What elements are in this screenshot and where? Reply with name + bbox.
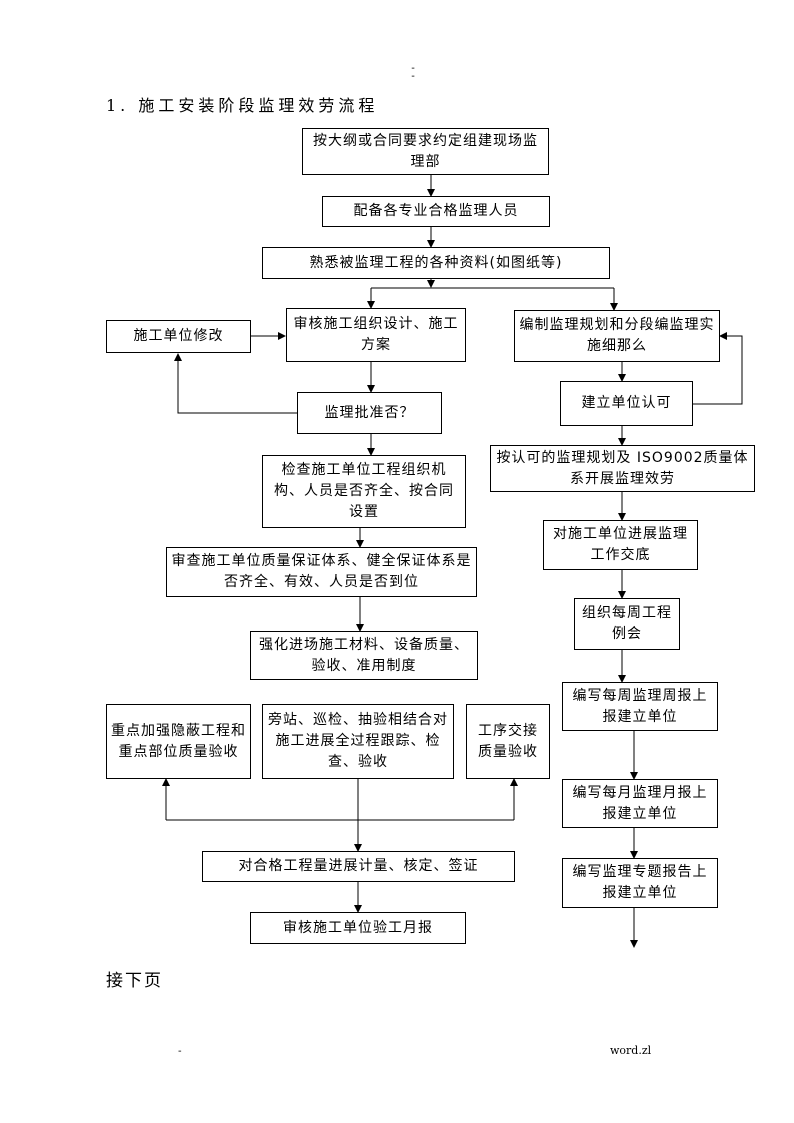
box-weekly-report: 编写每周监理周报上报建立单位	[562, 682, 718, 731]
box-hidden-works-acceptance: 重点加强隐蔽工程和重点部位质量验收	[106, 704, 251, 779]
box-familiarize-documents: 熟悉被监理工程的各种资料(如图纸等)	[262, 247, 610, 279]
box-process-handover-acceptance: 工序交接质量验收	[466, 704, 550, 779]
box-review-construction-design: 审核施工组织设计、施工方案	[286, 308, 466, 362]
box-weekly-meeting: 组织每周工程例会	[574, 598, 680, 650]
box-contractor-revise: 施工单位修改	[106, 320, 251, 353]
box-quality-assurance-review: 审查施工单位质量保证体系、健全保证体系是否齐全、有效、人员是否到位	[166, 547, 477, 597]
box-supervision-briefing: 对施工单位进展监理工作交底	[543, 520, 698, 570]
box-check-organization: 检查施工单位工程组织机构、人员是否齐全、按合同设置	[262, 455, 466, 528]
box-form-supervision-dept: 按大纲或合同要求约定组建现场监理部	[302, 128, 549, 175]
box-assign-staff: 配备各专业合格监理人员	[322, 196, 550, 227]
box-iso9002-supervision: 按认可的监理规划及 ISO9002质量体系开展监理效劳	[490, 445, 755, 492]
footer-label: word.zl	[610, 1044, 652, 1057]
box-approval-decision: 监理批准否？	[297, 392, 442, 434]
page-title: 1. 施工安装阶段监理效劳流程	[106, 96, 379, 115]
box-material-acceptance: 强化进场施工材料、设备质量、验收、准用制度	[250, 631, 478, 680]
header-mark-top: -	[411, 63, 415, 74]
box-monthly-acceptance-review: 审核施工单位验工月报	[250, 912, 466, 944]
box-quantity-measurement: 对合格工程量进展计量、核定、签证	[202, 851, 515, 882]
header-mark-bottom: -	[411, 71, 415, 82]
box-full-process-tracking: 旁站、巡检、抽验相结合对施工进展全过程跟踪、检查、验收	[262, 704, 454, 779]
box-prepare-supervision-plan: 编制监理规划和分段编监理实施细那么	[514, 310, 720, 362]
arrow-b8-b6	[693, 332, 743, 405]
box-monthly-report: 编写每月监理月报上报建立单位	[562, 779, 718, 828]
continue-next-page: 接下页	[106, 971, 163, 991]
box-special-report: 编写监理专题报告上报建立单位	[562, 858, 718, 908]
arrow-b7-b5	[174, 353, 297, 414]
footer-mark: -	[178, 1046, 182, 1057]
box-owner-approval: 建立单位认可	[560, 381, 693, 426]
